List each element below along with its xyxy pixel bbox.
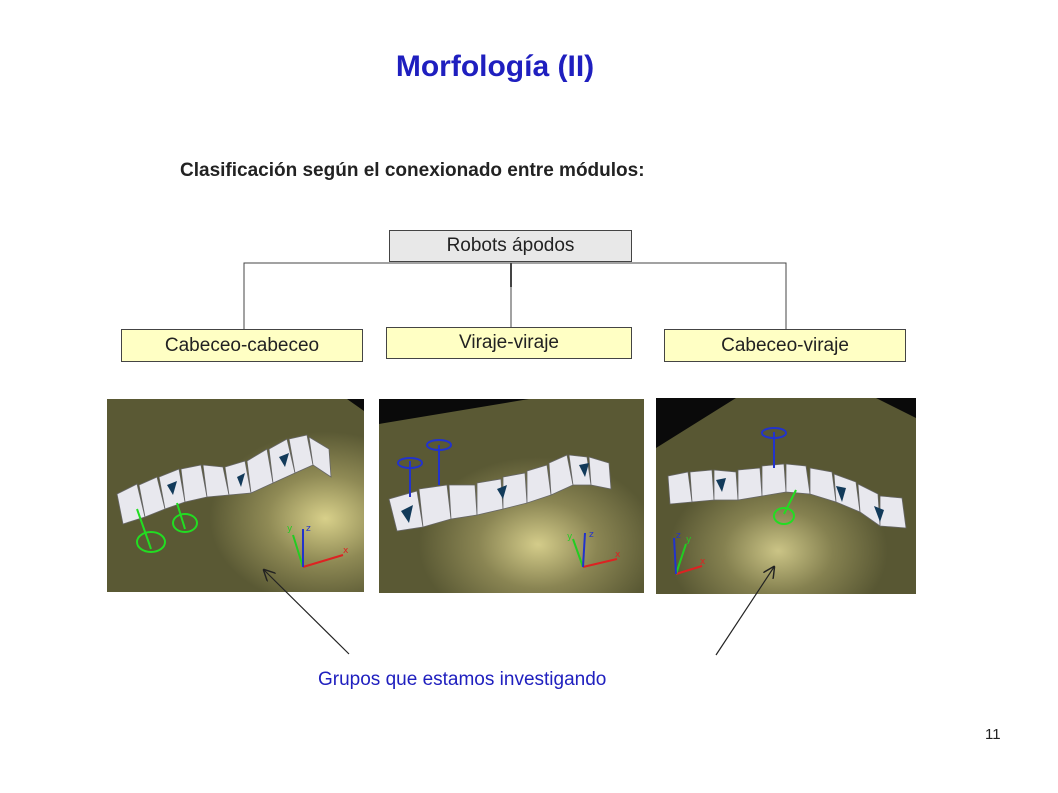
pitch-axis-markers xyxy=(136,502,198,553)
yaw-axis-marker xyxy=(761,427,787,468)
pitch-axis-marker xyxy=(773,489,797,525)
slide-subtitle: Clasificación según el conexionado entre… xyxy=(180,160,645,181)
svg-text:x: x xyxy=(343,546,349,556)
page-number: 11 xyxy=(985,726,1001,743)
svg-text:x: x xyxy=(700,557,706,567)
robot-render-yaw-yaw: x y z xyxy=(379,399,644,593)
svg-text:y: y xyxy=(686,535,692,545)
slide-title: Morfología (II) xyxy=(395,50,595,83)
svg-text:y: y xyxy=(287,524,293,534)
yaw-axis-markers xyxy=(397,439,452,497)
xyz-axis-triad: x y z xyxy=(673,531,706,575)
svg-text:z: z xyxy=(589,530,594,540)
tree-node-cabeceo-cabeceo: Cabeceo-cabeceo xyxy=(121,329,363,362)
robot-modules xyxy=(667,463,907,529)
svg-text:x: x xyxy=(615,550,621,560)
svg-text:z: z xyxy=(306,524,311,534)
tree-root-node: Robots ápodos xyxy=(389,230,632,262)
investigation-caption: Grupos que estamos investigando xyxy=(318,669,607,690)
tree-node-cabeceo-viraje: Cabeceo-viraje xyxy=(664,329,906,362)
tree-node-viraje-viraje: Viraje-viraje xyxy=(386,327,632,359)
robot-render-pitch-pitch: x y z xyxy=(107,399,364,592)
robot-render-pitch-yaw: x y z xyxy=(656,398,916,594)
svg-text:y: y xyxy=(567,532,573,542)
xyz-axis-triad: x y z xyxy=(287,524,349,568)
xyz-axis-triad: x y z xyxy=(567,530,621,568)
svg-text:z: z xyxy=(676,531,681,541)
